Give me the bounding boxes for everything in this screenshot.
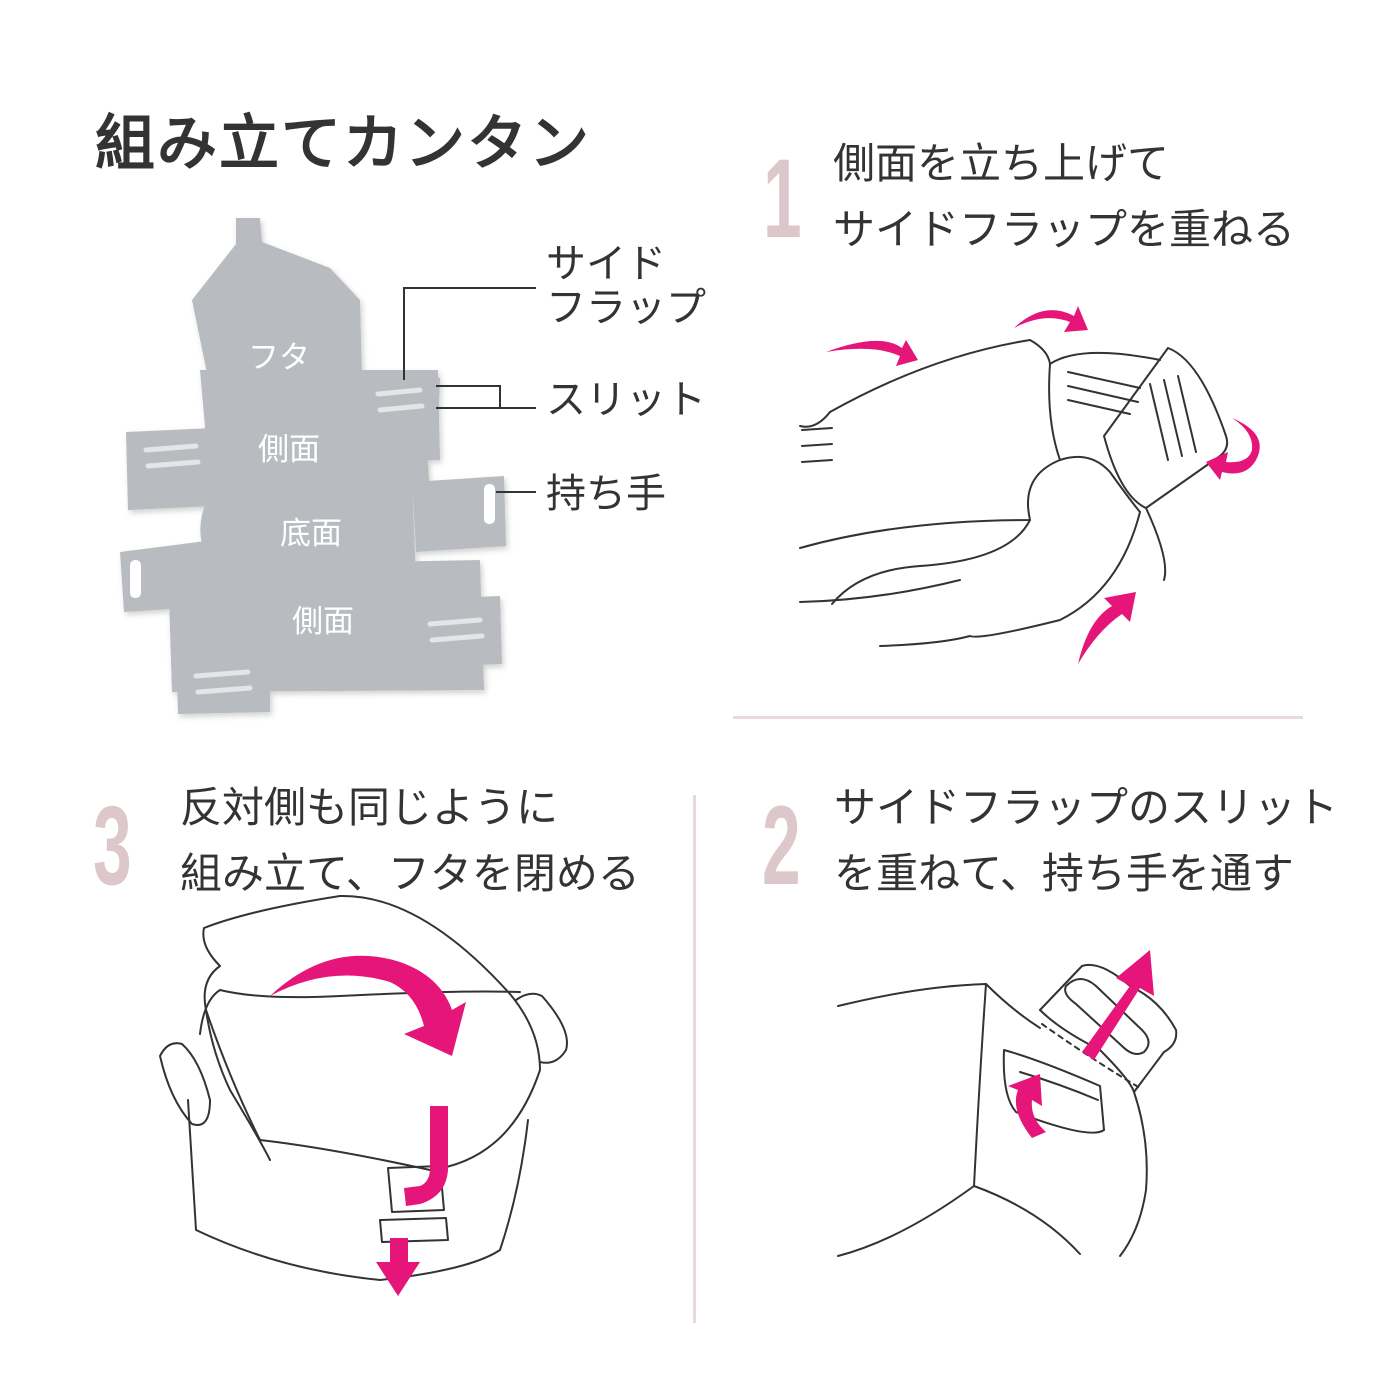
step-2-line2: を重ねて、持ち手を通す xyxy=(834,849,1294,898)
step-2-arrows xyxy=(1008,950,1154,1138)
step-3-line1: 反対側も同じように xyxy=(180,783,559,832)
side-lower-label: 側面 xyxy=(292,604,354,640)
callout-lines xyxy=(403,287,536,493)
step-1-line1: 側面を立ち上げて xyxy=(833,139,1170,188)
side-flap-label-line2: フラップ xyxy=(546,285,706,331)
step-2-number: 2 xyxy=(762,783,801,908)
step-1-arrows xyxy=(826,306,1260,664)
slit-label: スリット xyxy=(546,377,706,423)
page-title: 組み立てカンタン xyxy=(95,109,591,179)
handle-label: 持ち手 xyxy=(546,471,666,517)
lid-label: フタ xyxy=(248,340,310,376)
step-3-number: 3 xyxy=(93,783,132,908)
side-flap-label-line1: サイド xyxy=(546,241,666,287)
slit-marks xyxy=(143,387,485,695)
step-2-line1: サイドフラップのスリット xyxy=(834,783,1339,832)
step-3-arrows xyxy=(270,955,466,1296)
bottom-label: 底面 xyxy=(280,516,342,552)
side-upper-label: 側面 xyxy=(258,432,320,468)
section-divider-vertical xyxy=(693,795,696,1323)
step-3-line2: 組み立て、フタを閉める xyxy=(180,849,640,898)
step-1-number: 1 xyxy=(763,136,802,261)
step-1-line2: サイドフラップを重ねる xyxy=(833,205,1296,254)
handle-holes xyxy=(130,484,495,598)
section-divider-horizontal xyxy=(733,716,1303,719)
